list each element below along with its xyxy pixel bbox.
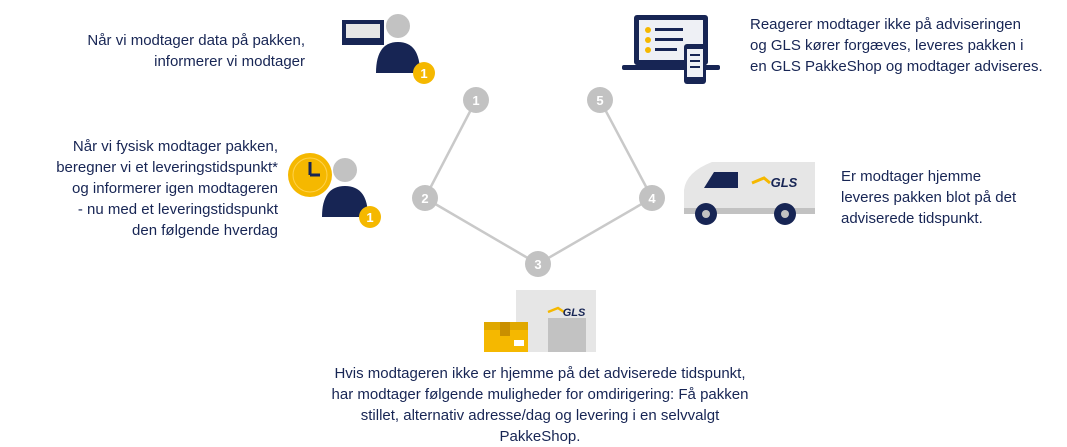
- step-circle-1: 1: [463, 87, 489, 113]
- badge-number-2: 1: [366, 210, 373, 225]
- step-number-2: 2: [421, 191, 428, 206]
- step-number-4: 4: [648, 191, 656, 206]
- person-notification-icon: 1: [342, 14, 435, 84]
- step-2-text: Når vi fysisk modtager pakken, beregner …: [56, 138, 278, 239]
- step-number-5: 5: [596, 93, 603, 108]
- clock-person-icon: 1: [288, 153, 381, 228]
- parcel-boxes-icon: GLS: [484, 290, 596, 352]
- delivery-van-icon: GLS: [684, 162, 815, 225]
- connector-lines: [423, 99, 654, 266]
- step-3-text: Hvis modtageren ikke er hjemme på det ad…: [331, 365, 749, 445]
- step-number-3: 3: [534, 257, 541, 272]
- step-1-text: Når vi modtager data på pakken, informer…: [87, 32, 305, 70]
- step-circle-3: 3: [525, 251, 551, 277]
- van-gls-logo: GLS: [771, 175, 798, 190]
- step-circle-2: 2: [412, 185, 438, 211]
- laptop-phone-icon: [622, 15, 720, 84]
- step-circle-5: 5: [587, 87, 613, 113]
- process-diagram: 1 2 3 4 5 1 1: [288, 14, 815, 352]
- step-4-text: Er modtager hjemme leveres pakken blot p…: [841, 168, 1017, 227]
- step-circle-4: 4: [639, 185, 665, 211]
- badge-number-1: 1: [420, 66, 427, 81]
- box-gls-logo: GLS: [563, 307, 586, 319]
- step-5-text: Reagerer modtager ikke på adviseringen o…: [750, 16, 1043, 75]
- step-number-1: 1: [472, 93, 479, 108]
